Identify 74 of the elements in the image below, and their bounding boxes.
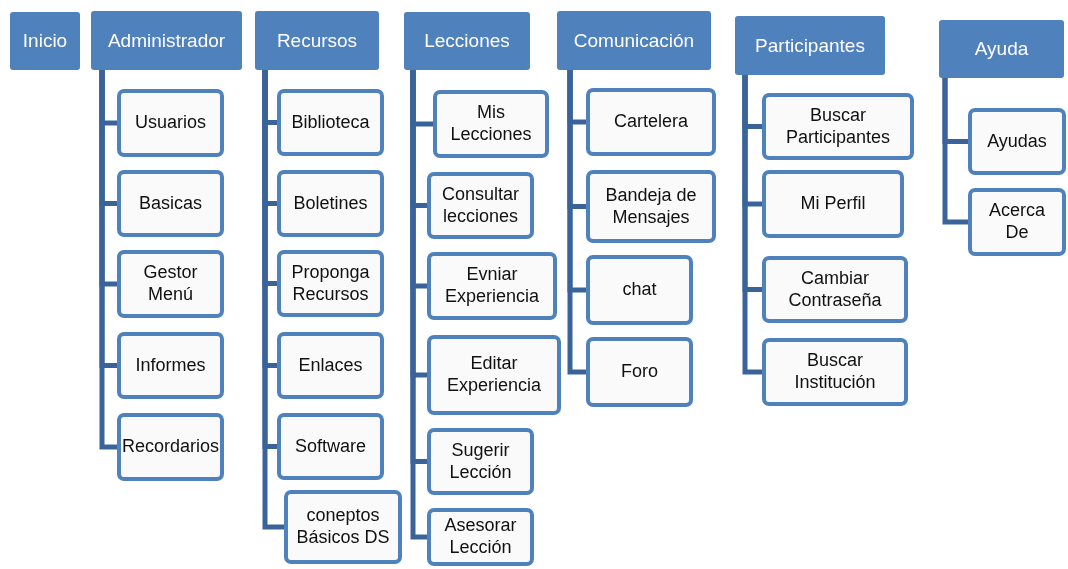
menu-header-box [735,16,885,75]
box-label: Cambiar Contraseña [787,267,883,312]
menu-item-box [277,170,384,237]
box-label: Buscar Participantes [784,104,892,149]
box-label: Foro [621,361,658,383]
box-label: Inicio [22,30,68,52]
menu-item-box [968,108,1066,175]
box-label: Participantes [755,34,865,57]
box-label: Recursos [276,29,358,52]
box-label: Evniar Experiencia [443,264,541,308]
box-label: Basicas [139,192,202,215]
box-label: Acerca De [988,200,1046,244]
menu-header-box [91,11,242,70]
box-label: Administrador [107,29,226,52]
box-label: coneptos Básicos DS [295,505,391,549]
box-label: Editar Experiencia [445,353,543,397]
box-label: Cartelera [614,111,688,133]
connector-line [742,75,762,375]
connector-line [262,70,284,530]
menu-item-box [277,332,384,399]
menu-item-box [586,255,693,325]
menu-item-box [117,170,224,237]
box-label: Biblioteca [291,111,370,134]
menu-item-box [762,256,908,323]
menu-item-box [427,252,557,320]
menu-item-box [586,337,693,407]
box-label: Informes [135,354,206,377]
connector-line [567,70,586,375]
box-label: Boletines [293,192,368,215]
menu-item-box [433,90,549,158]
menu-item-box [427,428,534,495]
box-label: Ayudas [987,130,1047,153]
menu-item-box [284,490,402,564]
box-label: Bandeja de Mensajes [604,184,698,229]
menu-item-box [586,88,716,156]
menu-item-box [968,188,1066,256]
box-label: Ayuda [974,38,1029,60]
box-label: Recordarios [122,436,220,458]
menu-item-box [277,413,384,480]
box-label: Enlaces [298,354,363,377]
menu-item-box [427,335,561,415]
connector-line [99,70,117,450]
box-label: Usuarios [135,112,206,134]
box-label: Gestor Menú [142,262,199,306]
connector-line [410,70,427,540]
connector-line [942,78,968,225]
menu-item-box [117,332,224,399]
menu-item-box [277,89,384,156]
box-label: Comunicación [573,29,695,52]
box-label: chat [622,279,657,301]
menu-item-box [427,508,534,566]
menu-item-box [762,93,914,160]
box-label: Mi Perfil [800,193,866,215]
menu-item-box [277,250,384,317]
box-label: Proponga Recursos [290,261,371,306]
box-label: Mis Lecciones [449,102,533,146]
box-label: Lecciones [424,30,510,52]
menu-header-box [939,20,1064,78]
menu-item-box [427,172,534,239]
box-label: Consultar lecciones [440,183,520,228]
menu-item-box [117,413,224,481]
box-label: Asesorar Lección [443,515,518,559]
menu-header-box [255,11,379,70]
menu-header-box [557,11,711,70]
menu-item-box [762,170,904,238]
menu-item-box [586,170,716,243]
menu-header-box [10,12,80,70]
menu-item-box [762,338,908,406]
box-label: Software [294,435,366,458]
menu-item-box [117,250,224,318]
box-label: Sugerir Lección [448,439,513,484]
menu-item-box [117,89,224,157]
menu-header-box [404,12,530,70]
box-label: Buscar Institución [793,350,877,394]
